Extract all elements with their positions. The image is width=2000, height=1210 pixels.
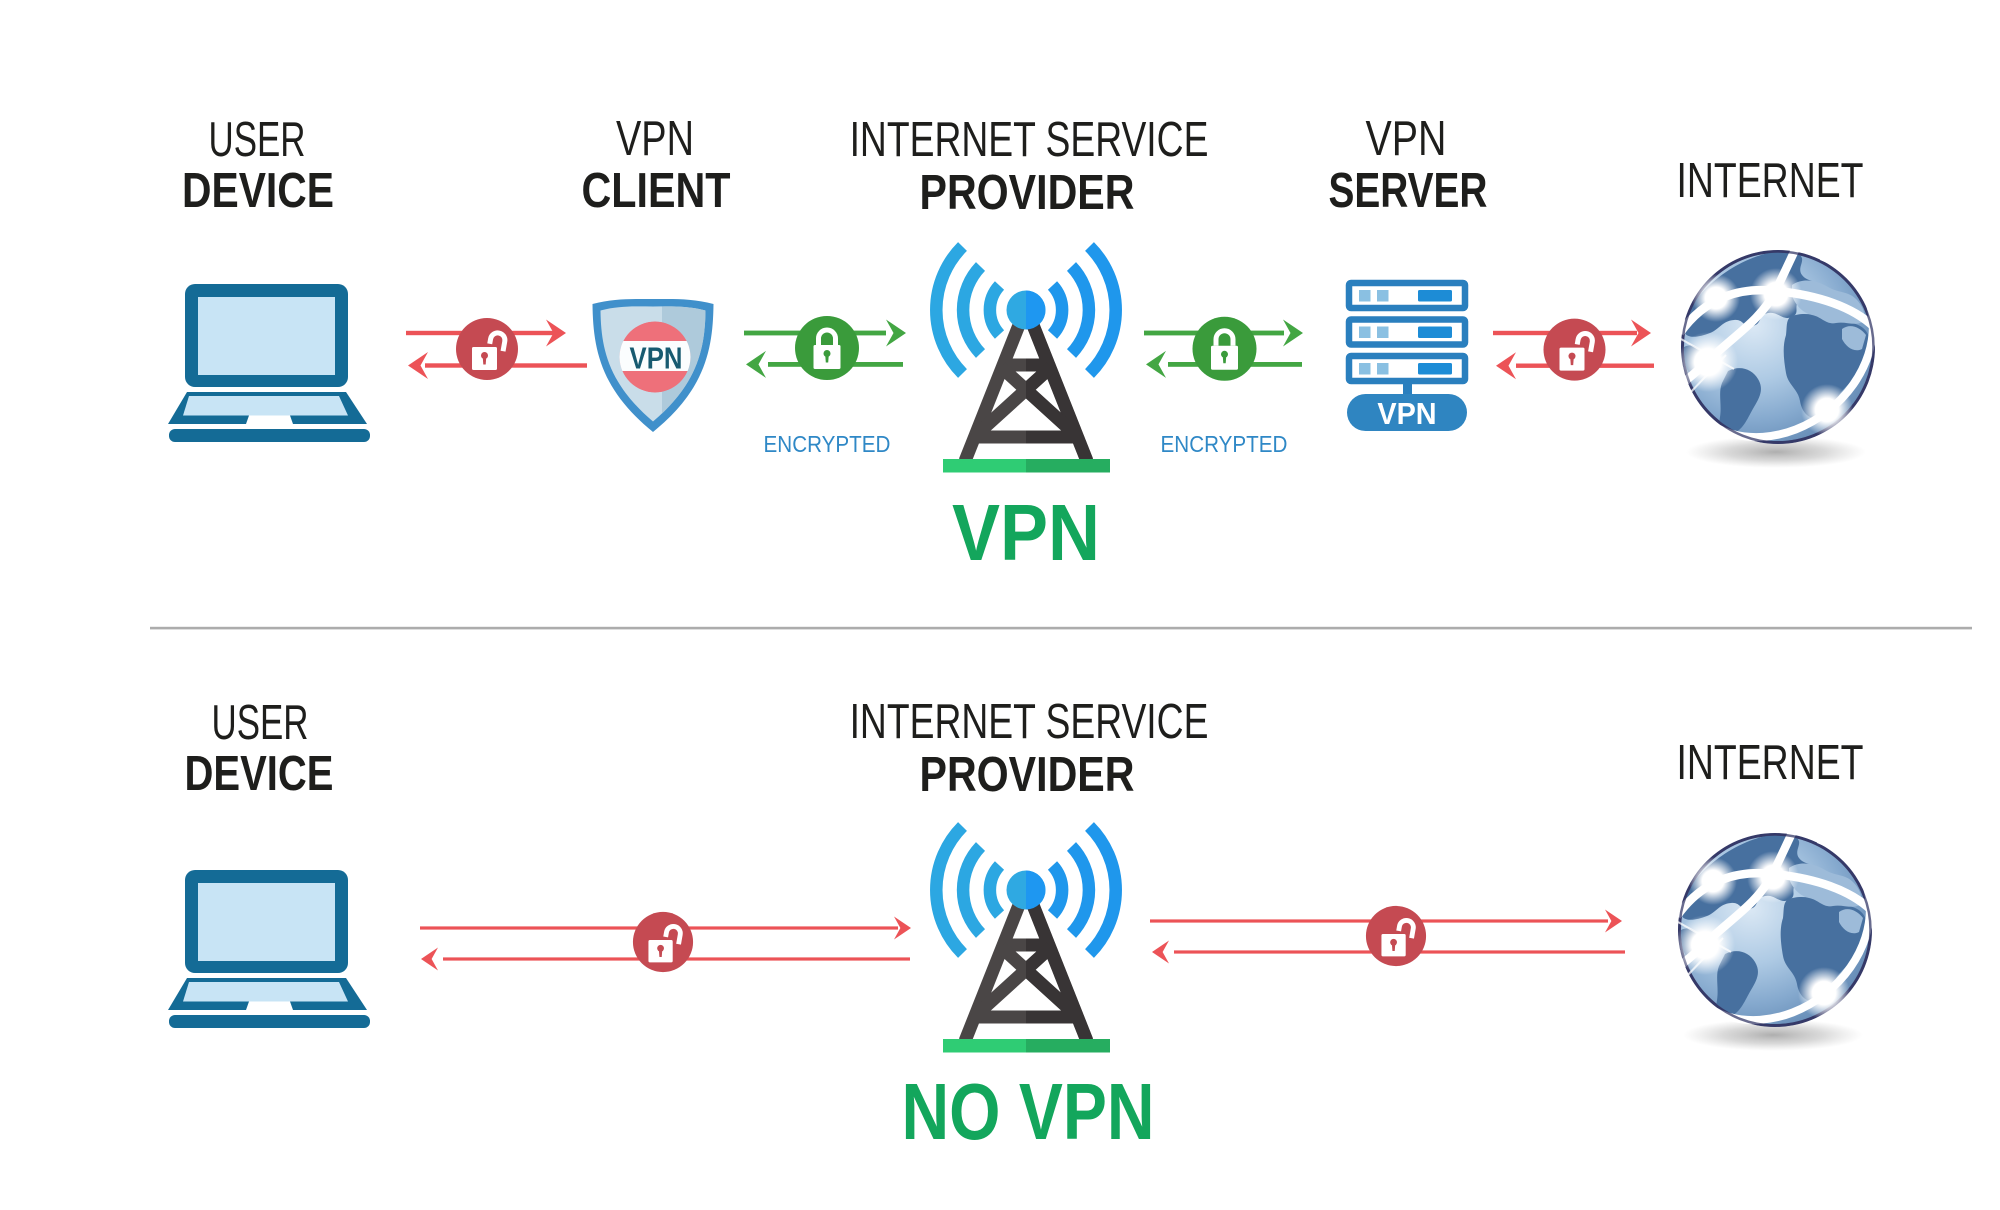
svg-text:CLIENT: CLIENT [581,163,730,218]
svg-text:VPN: VPN [616,111,694,166]
svg-text:INTERNET SERVICE: INTERNET SERVICE [850,113,1209,167]
svg-text:INTERNET SERVICE: INTERNET SERVICE [850,695,1209,749]
svg-text:VPN: VPN [952,489,1100,578]
svg-text:VPN: VPN [1366,112,1447,166]
svg-text:NO VPN: NO VPN [901,1067,1154,1156]
svg-text:ENCRYPTED: ENCRYPTED [1161,431,1288,458]
svg-text:PROVIDER: PROVIDER [919,747,1134,802]
svg-text:USER: USER [212,695,309,750]
svg-text:USER: USER [209,112,306,167]
svg-text:INTERNET: INTERNET [1677,736,1864,790]
svg-text:DEVICE: DEVICE [182,162,334,217]
svg-text:DEVICE: DEVICE [185,747,334,801]
svg-text:INTERNET: INTERNET [1677,154,1864,208]
svg-text:PROVIDER: PROVIDER [919,165,1134,220]
svg-text:SERVER: SERVER [1329,164,1488,218]
svg-text:ENCRYPTED: ENCRYPTED [764,431,891,458]
